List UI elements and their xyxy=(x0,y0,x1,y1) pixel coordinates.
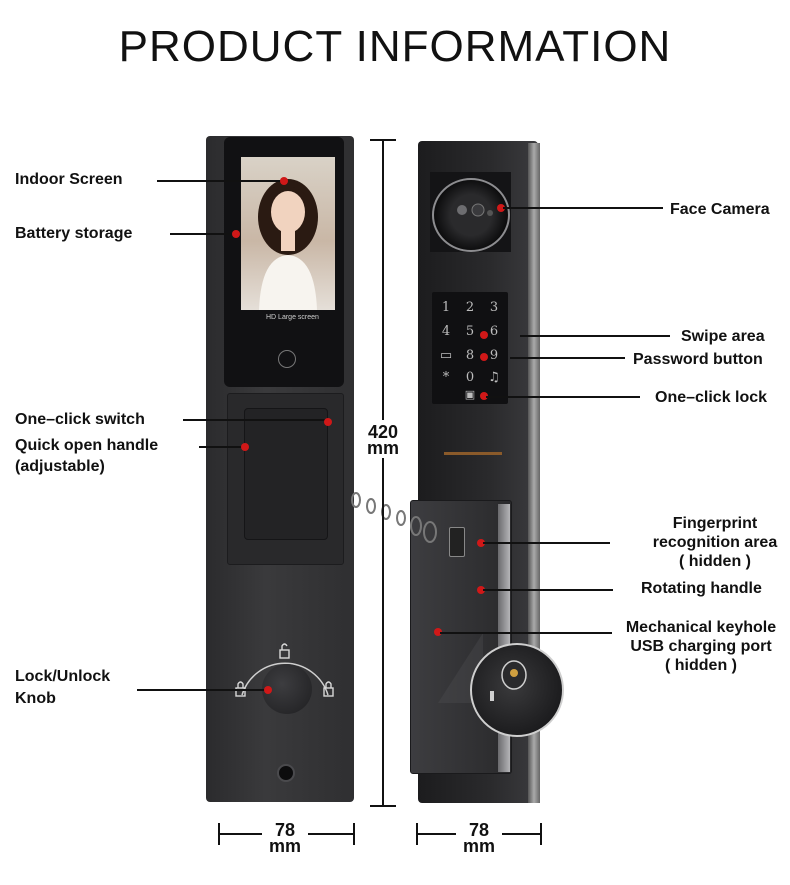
leader-lock-unlock-knob xyxy=(137,689,267,691)
key-8: 8 xyxy=(465,348,475,363)
back-width-unit: mm xyxy=(462,836,495,856)
dot-one-click-lock xyxy=(480,392,488,400)
dot-mechanical-keyhole xyxy=(434,628,442,636)
key-5: 5 xyxy=(465,324,475,339)
dot-lock-unlock-knob xyxy=(264,686,272,694)
leader-indoor-screen xyxy=(157,180,284,182)
leader-battery-storage xyxy=(170,233,235,235)
label-one-click-lock: One–click lock xyxy=(655,389,768,406)
label-quick-open-handle: Quick open handle xyxy=(15,437,159,454)
height-line xyxy=(382,139,384,806)
back-width-value: 78 xyxy=(468,820,490,840)
face-camera xyxy=(432,178,510,252)
label-lock-unlock-knob: Lock/Unlock xyxy=(15,668,111,685)
label-face-camera: Face Camera xyxy=(670,201,770,218)
key-9: 9 xyxy=(489,348,499,363)
key-3: 3 xyxy=(489,300,499,315)
label-indoor-screen: Indoor Screen xyxy=(15,171,123,188)
label-swipe-area: Swipe area xyxy=(681,328,765,345)
label-mechanical-keyhole: Mechanical keyhole xyxy=(625,619,777,636)
dot-indoor-screen xyxy=(280,177,288,185)
back-width-label-bg xyxy=(456,820,502,856)
page-title: PRODUCT INFORMATION xyxy=(118,22,672,71)
leader-face-camera xyxy=(503,207,663,209)
dot-password-button xyxy=(480,353,488,361)
key-6: 6 xyxy=(489,324,499,339)
front-keyhole xyxy=(277,764,295,782)
dot-rotating-handle xyxy=(477,586,485,594)
leader-rotating-handle xyxy=(483,589,613,591)
height-value: 420 xyxy=(367,422,399,442)
dot-face-camera xyxy=(497,204,505,212)
label-battery-storage: Battery storage xyxy=(15,225,133,242)
fingerprint-sensor xyxy=(449,527,465,557)
key-4: 4 xyxy=(441,324,451,339)
front-width-unit: mm xyxy=(268,836,301,856)
front-round-button xyxy=(278,350,296,368)
front-width-right-tick xyxy=(353,823,355,845)
label-usb-hidden: ( hidden ) xyxy=(665,657,737,674)
leader-one-click-switch xyxy=(183,419,328,421)
label-quick-open-handle-note: (adjustable) xyxy=(15,458,105,475)
unlock-icon xyxy=(279,643,290,659)
key-2: 2 xyxy=(465,300,475,315)
screen-caption: HD Large screen xyxy=(266,314,319,321)
leader-password-button xyxy=(510,357,625,359)
camera-lens-icon xyxy=(457,203,493,217)
height-label-bg xyxy=(358,420,408,458)
leader-mechanical-keyhole xyxy=(440,632,612,634)
lock-icon: ▣ xyxy=(464,388,476,401)
rotation-motion-icon xyxy=(351,492,437,543)
keyhole-icon xyxy=(490,660,527,701)
label-lock-unlock-knob-2: Knob xyxy=(15,690,56,707)
height-unit: mm xyxy=(366,438,399,458)
lock-icon xyxy=(323,681,334,697)
key-1: 1 xyxy=(441,300,451,315)
height-bottom-tick xyxy=(370,805,396,807)
label-one-click-switch: One–click switch xyxy=(15,411,145,428)
leader-swipe-area xyxy=(520,335,670,337)
label-password-button: Password button xyxy=(633,351,763,368)
card-icon: ▭ xyxy=(439,348,453,363)
lock-icon xyxy=(235,681,246,697)
portrait-image xyxy=(258,179,318,310)
back-width-right-tick xyxy=(540,823,542,845)
knob-arc xyxy=(235,643,334,697)
dot-fingerprint-area xyxy=(477,539,485,547)
indoor-screen-display xyxy=(241,157,335,310)
label-fingerprint-area-2: recognition area xyxy=(652,534,778,551)
label-fingerprint-area: Fingerprint xyxy=(672,515,758,532)
label-usb-port: USB charging port xyxy=(630,638,772,655)
key-0: 0 xyxy=(465,370,475,385)
keypad: 1 2 3 4 5 6 ▭ 8 9 * 0 ♫ ▣ xyxy=(432,292,508,404)
back-lock-edge xyxy=(528,143,540,803)
label-fingerprint-hidden: ( hidden ) xyxy=(679,553,751,570)
dot-one-click-switch xyxy=(324,418,332,426)
dot-swipe-area xyxy=(480,331,488,339)
front-width-label-bg xyxy=(262,820,308,856)
indicator-strip xyxy=(444,452,502,455)
dot-quick-open-handle xyxy=(241,443,249,451)
label-rotating-handle: Rotating handle xyxy=(641,580,762,597)
quick-open-handle xyxy=(244,408,328,540)
leader-fingerprint-area xyxy=(483,542,610,544)
dot-battery-storage xyxy=(232,230,240,238)
key-star: * xyxy=(442,370,450,385)
bell-icon: ♫ xyxy=(488,370,500,385)
leader-one-click-lock xyxy=(486,396,640,398)
leader-quick-open-handle xyxy=(199,446,244,448)
keyhole-zoom-circle xyxy=(470,643,564,737)
front-width-value: 78 xyxy=(274,820,296,840)
